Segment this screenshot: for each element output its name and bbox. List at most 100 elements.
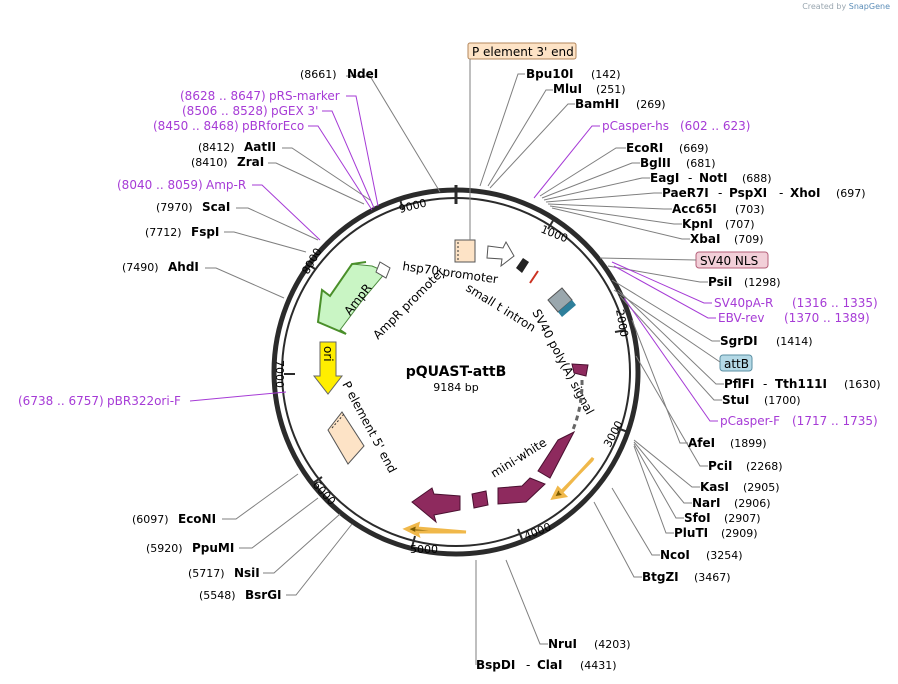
svg-text:(1298): (1298) [744, 276, 781, 289]
svg-text:Bpu10I: Bpu10I [526, 67, 573, 81]
svg-text:(669): (669) [679, 142, 709, 155]
svg-text:NarI: NarI [692, 496, 721, 510]
small-t-intron-label: small t intron [463, 281, 538, 335]
svg-text:NotI: NotI [699, 171, 728, 185]
svg-text:(1700): (1700) [764, 394, 801, 407]
svg-text:NdeI: NdeI [347, 67, 378, 81]
ori-shape [312, 341, 344, 395]
site-nari: NarI (2906) [692, 496, 771, 510]
site-bamhi: BamHI (269) [575, 97, 666, 111]
svg-text:ScaI: ScaI [202, 200, 230, 214]
svg-text:AhdI: AhdI [168, 260, 199, 274]
svg-text:(142): (142) [591, 68, 621, 81]
sv40nls-box-label: SV40 NLS [700, 254, 758, 268]
svg-text:(2907): (2907) [724, 512, 761, 525]
svg-text:PciI: PciI [708, 459, 733, 473]
svg-text:(4431): (4431) [580, 659, 617, 672]
svg-text:(1414): (1414) [776, 335, 813, 348]
svg-text:EcoRI: EcoRI [626, 141, 663, 155]
svg-text:SgrDI: SgrDI [720, 334, 758, 348]
primer-sv40pa-r: SV40pA-R (1316 .. 1335) [714, 296, 878, 310]
svg-text:XbaI: XbaI [690, 232, 720, 246]
orange-arrow-1 [550, 456, 595, 500]
svg-text:EBV-rev: EBV-rev [718, 311, 764, 325]
svg-text:PsiI: PsiI [708, 275, 732, 289]
p5-feature-dots [331, 413, 345, 429]
primer-ebv-rev: EBV-rev (1370 .. 1389) [718, 311, 870, 325]
svg-text:(4203): (4203) [594, 638, 631, 651]
site-kpni: KpnI (707) [682, 217, 755, 231]
site-acc65i: Acc65I (703) [672, 202, 765, 216]
primer-leaders [189, 95, 718, 422]
svg-text:pRS-marker: pRS-marker [269, 89, 340, 103]
svg-text:FspI: FspI [191, 225, 219, 239]
tick-4000: 4000 [522, 520, 553, 543]
site-pflfi-tth111i: PflFI - Tth111I (1630) [724, 377, 881, 391]
svg-text:(8410): (8410) [191, 156, 228, 169]
site-bspdi-clai: BspDI - ClaI (4431) [476, 658, 617, 672]
svg-text:pCasper-hs: pCasper-hs [602, 119, 669, 133]
svg-text:StuI: StuI [722, 393, 749, 407]
ampr-outline [316, 261, 367, 335]
svg-text:(707): (707) [725, 218, 755, 231]
svg-text:(6738 .. 6757): (6738 .. 6757) [18, 394, 104, 408]
svg-text:PflFI: PflFI [724, 377, 754, 391]
svg-text:XhoI: XhoI [790, 186, 821, 200]
hsp70-promoter-arrow [486, 240, 515, 268]
svg-text:AfeI: AfeI [688, 436, 715, 450]
site-paer7i-pspxi-xhoi: PaeR7I - PspXI - XhoI (697) [662, 186, 866, 200]
sv40-polya-cap [558, 300, 576, 317]
svg-text:pBR322ori-F: pBR322ori-F [107, 394, 181, 408]
tick-7000: 7000 [273, 360, 286, 388]
svg-text:(697): (697) [836, 187, 866, 200]
svg-text:(7490): (7490) [122, 261, 159, 274]
svg-text:(2909): (2909) [721, 527, 758, 540]
svg-text:(1316 .. 1335): (1316 .. 1335) [792, 296, 878, 310]
site-aatii: (8412) AatII [198, 140, 276, 154]
svg-text:(1717 .. 1735): (1717 .. 1735) [792, 414, 878, 428]
svg-text:-: - [779, 186, 783, 200]
svg-text:PpuMI: PpuMI [192, 541, 234, 555]
svg-text:pGEX 3': pGEX 3' [271, 104, 318, 118]
site-nsii: (5717) NsiI [188, 566, 260, 580]
svg-text:Amp-R: Amp-R [206, 178, 246, 192]
svg-text:(1630): (1630) [844, 378, 881, 391]
site-xbai: XbaI (709) [690, 232, 764, 246]
site-sgrdi: SgrDI (1414) [720, 334, 813, 348]
svg-text:PspXI: PspXI [729, 186, 767, 200]
site-sfoi: SfoI (2907) [684, 511, 761, 525]
site-ahdi: (7490) AhdI [122, 260, 199, 274]
site-econi: (6097) EcoNI [132, 512, 216, 526]
svg-text:PluTI: PluTI [674, 526, 708, 540]
svg-text:(8412): (8412) [198, 141, 235, 154]
small-t-intron-mark [529, 270, 539, 284]
tick-2000: 2000 [613, 308, 631, 338]
svg-text:pBRforEco: pBRforEco [242, 119, 304, 133]
p3-box [467, 42, 577, 60]
svg-text:(8040 .. 8059): (8040 .. 8059) [117, 178, 203, 192]
svg-text:(2268): (2268) [746, 460, 783, 473]
svg-text:(688): (688) [742, 172, 772, 185]
snapgene-logo: SnapGene [848, 2, 890, 11]
svg-text:SfoI: SfoI [684, 511, 711, 525]
primer-pcasper-hs: pCasper-hs (602 .. 623) [602, 119, 750, 133]
svg-text:(6097): (6097) [132, 513, 169, 526]
svg-text:BamHI: BamHI [575, 97, 619, 111]
svg-text:(8661): (8661) [300, 68, 337, 81]
tick-5000: 5000 [410, 543, 438, 556]
plasmid-size: 9184 bp [433, 381, 478, 394]
svg-text:(5548): (5548) [199, 589, 236, 602]
site-bsrgi: (5548) BsrGI [199, 588, 282, 602]
svg-text:EagI: EagI [650, 171, 679, 185]
svg-text:(602 .. 623): (602 .. 623) [680, 119, 750, 133]
svg-text:(7712): (7712) [145, 226, 182, 239]
site-mlui: MluI (251) [553, 82, 626, 96]
svg-text:NcoI: NcoI [660, 548, 690, 562]
svg-text:AatII: AatII [244, 140, 276, 154]
site-ndei: (8661) NdeI [300, 67, 378, 81]
svg-text:ClaI: ClaI [537, 658, 562, 672]
attb-box [719, 354, 753, 372]
site-scai: (7970) ScaI [156, 200, 230, 214]
primer-prs-marker: (8628 .. 8647) pRS-marker [180, 89, 340, 103]
